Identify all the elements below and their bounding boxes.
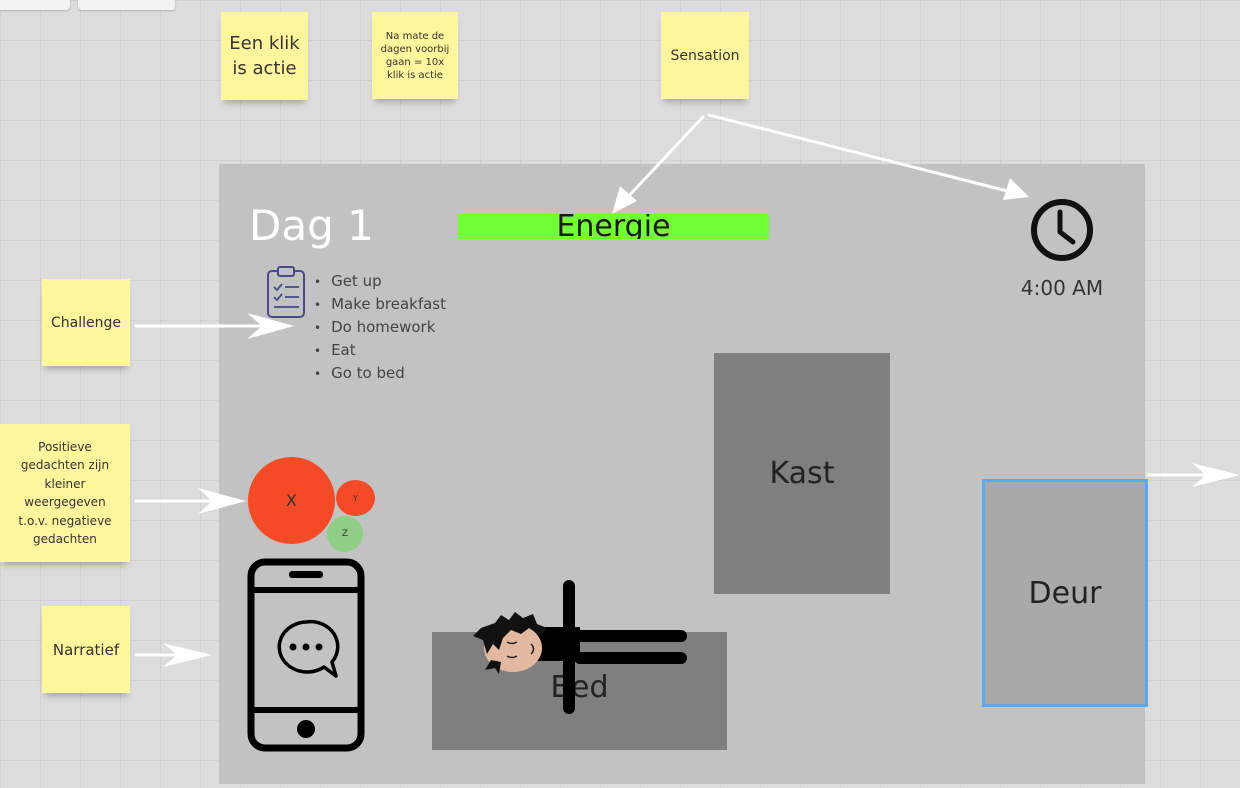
negative-thought-small[interactable]: Y [336,480,375,516]
task-item: Make breakfast [314,293,446,316]
sticky-note-text: Sensation [670,47,740,64]
arrowhead [247,313,294,339]
arrowhead [1192,463,1240,487]
sleeping-character[interactable] [455,578,695,718]
door[interactable]: Deur [982,479,1148,707]
arrowhead [612,186,637,214]
arrowhead [198,488,246,514]
arrow-sensation-clock [707,113,1017,195]
door-label: Deur [1028,575,1102,611]
sticky-note-click-action[interactable]: Een klik is actie [221,12,308,100]
task-item: Eat [314,339,446,362]
negative-thought-large[interactable]: X [248,457,335,544]
thought-label: X [286,491,297,510]
toolbar-button-right[interactable] [78,0,175,10]
wardrobe-label: Kast [769,456,835,491]
thought-label: Z [341,529,349,539]
thought-label: Y [353,493,358,503]
bed-label: Bed [550,670,609,705]
arrowhead [1003,178,1029,200]
sticky-note-text: Na mate de dagen voorbij gaan = 10x klik… [380,30,450,81]
energy-bar[interactable]: Energie [458,214,769,239]
sticky-note-text: Een klik is actie [229,33,300,79]
task-item: Do homework [314,316,446,339]
sticky-note-sensation[interactable]: Sensation [661,12,749,99]
smartphone-chat-icon[interactable] [247,558,365,752]
positive-thought[interactable]: Z [327,516,363,552]
sticky-note-days[interactable]: Na mate de dagen voorbij gaan = 10x klik… [372,12,458,99]
clipboard-icon [267,266,305,318]
sticky-note-text: Narratief [52,640,120,659]
sticky-note-challenge[interactable]: Challenge [42,279,130,366]
arrow-sensation-energy [623,115,705,202]
toolbar-button-left[interactable] [0,0,70,10]
clock-time: 4:00 AM [1020,276,1104,300]
wardrobe[interactable]: Kast [714,353,890,594]
day-title: Dag 1 [249,201,374,250]
sticky-note-narratief[interactable]: Narratief [42,606,130,693]
energy-label: Energie [556,214,671,239]
task-item: Get up [314,270,446,293]
clock-icon[interactable] [1029,197,1095,263]
task-list: Get up Make breakfast Do homework Eat Go… [314,270,446,385]
sticky-note-positive-thoughts[interactable]: Positieve gedachten zijn kleiner weergeg… [0,424,130,562]
task-item: Go to bed [314,362,446,385]
sticky-note-text: Challenge [51,314,121,331]
arrowhead [163,643,212,667]
sticky-note-text: Positieve gedachten zijn kleiner weergeg… [18,439,112,547]
